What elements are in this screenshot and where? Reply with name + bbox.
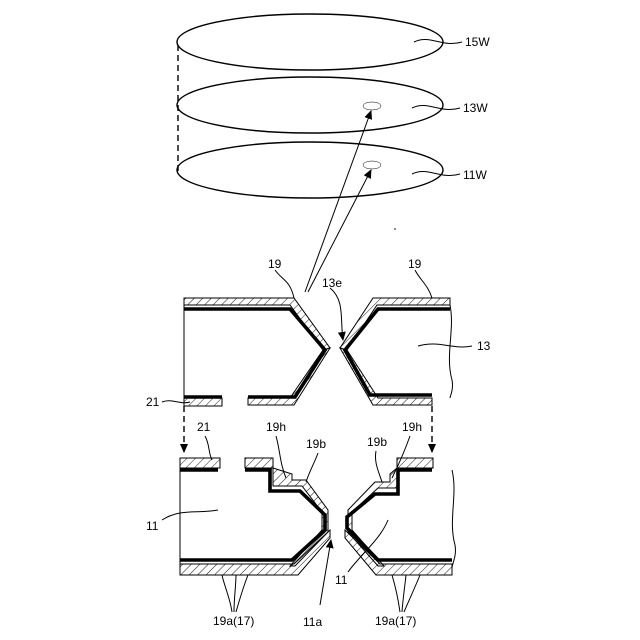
label-11w: 11W [463,168,487,182]
label-15w: 15W [465,35,490,49]
label-19h-left: 19h [266,420,286,434]
leader-11-left [162,510,218,520]
leader-19b-right [375,451,382,482]
leaders-19a-left [222,575,248,612]
label-21-lower: 21 [197,420,211,434]
wafer-stack: 15W 13W 11W [177,14,490,198]
label-11a: 11a [303,615,322,629]
leader-13e [330,288,343,340]
label-13w: 13W [463,101,488,115]
wafer-15w [177,14,443,70]
pad-right-lower [397,458,433,468]
leader-11w [412,171,460,175]
upper-chip-section: 19 19 13e 13 21 [146,257,491,409]
pointer-arrow-11w [308,170,371,292]
chip-site-13w [363,102,381,110]
wafer-13w [177,77,443,133]
label-21-upper: 21 [146,395,160,409]
arrow-11a [320,540,331,605]
stray-dot [394,228,396,230]
label-19b-left: 19b [306,437,326,451]
lower-chip-section: 21 19h 19b 19b 19h 11 11 11a 19a(17) 19a… [146,420,455,629]
label-13e: 13e [322,276,342,290]
label-19a-right: 19a(17) [375,614,416,628]
upper-left-top-layer [184,298,330,350]
leader-19-left [275,270,294,298]
leader-15w [414,39,462,43]
label-11-left: 11 [146,519,159,533]
label-19a-left: 19a(17) [213,614,254,628]
lower-right-chip-outline [347,470,452,560]
label-19-left: 19 [268,257,282,271]
lower-right-bevel-layer [348,468,397,566]
lower-right-break-edge [452,470,455,568]
pad-left-lower-2 [245,458,273,468]
label-19h-right: 19h [402,420,422,434]
label-19b-right: 19b [367,435,387,449]
pad-21-lower [180,458,220,468]
lower-right-bottom-layer [345,530,452,575]
chip-site-11w [363,161,381,169]
leaders-19a-right [392,575,420,612]
label-19-right: 19 [408,257,422,271]
label-13: 13 [477,339,491,353]
leader-21-lower [205,436,212,460]
label-11-right: 11 [335,573,348,587]
wafer-11w [177,142,443,198]
upper-right-top-layer [340,298,450,350]
upper-right-break-edge [449,305,452,398]
leader-13w [412,105,460,109]
leader-19b-left [306,453,318,482]
leader-19-right [415,270,432,298]
pointer-arrow-13w [305,111,371,292]
leader-13 [418,344,472,347]
lower-left-bottom-layer [180,530,330,575]
